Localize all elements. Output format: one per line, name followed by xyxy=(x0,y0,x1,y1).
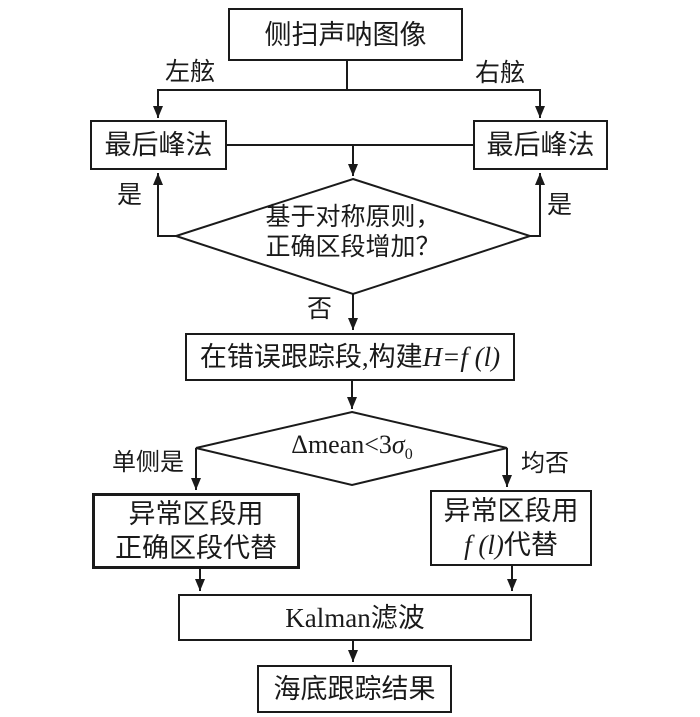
node-replace-with-formula-line2: f (l)代替 xyxy=(464,528,558,562)
decision-mean-pre: Δmean<3 xyxy=(291,430,392,459)
decision-mean-sigma: σ xyxy=(391,430,405,459)
node-source-label: 侧扫声呐图像 xyxy=(264,19,427,50)
node-construct: 在错误跟踪段,构建H=f (l) xyxy=(185,333,515,381)
decision-mean-subscript: 0 xyxy=(404,446,413,464)
node-replace-with-formula: 异常区段用 f (l)代替 xyxy=(430,490,592,566)
node-right-peak-label: 最后峰法 xyxy=(486,130,595,160)
edge-label-left-branch: 左舷 xyxy=(165,59,216,86)
node-result-label: 海底跟踪结果 xyxy=(273,674,436,704)
decision-symmetry-line1: 基于对称原则， xyxy=(265,204,441,231)
node-construct-label: 在错误跟踪段,构建H=f (l) xyxy=(200,340,500,374)
node-kalman: Kalman滤波 xyxy=(178,594,532,641)
decision-mean-shape xyxy=(195,410,508,487)
node-construct-prefix: 在错误跟踪段,构建 xyxy=(199,342,423,372)
decision-mean-label: Δmean<3σ0 xyxy=(252,430,452,464)
node-replace-with-formula-suffix: 代替 xyxy=(503,530,558,560)
edge-label-right-branch: 右舷 xyxy=(475,60,526,87)
node-source: 侧扫声呐图像 xyxy=(228,8,463,61)
edge-label-right-yes: 是 xyxy=(547,192,573,219)
edge-label-left-yes: 是 xyxy=(117,182,143,209)
node-replace-with-formula-formula: f (l) xyxy=(464,530,504,560)
edge-right-yes xyxy=(530,173,545,237)
node-result: 海底跟踪结果 xyxy=(257,665,452,713)
node-left-peak: 最后峰法 xyxy=(90,120,227,170)
node-replace-with-correct: 异常区段用 正确区段代替 xyxy=(92,493,300,569)
edge-left-yes xyxy=(153,173,176,237)
edge-label-no: 否 xyxy=(307,296,333,323)
node-replace-with-formula-line1: 异常区段用 xyxy=(443,496,579,526)
node-left-peak-label: 最后峰法 xyxy=(104,130,213,160)
node-replace-with-correct-line1: 异常区段用 xyxy=(128,499,264,529)
decision-symmetry-label: 基于对称原则， 正确区段增加？ xyxy=(223,203,483,263)
node-kalman-label: Kalman滤波 xyxy=(285,602,425,633)
node-construct-formula: H=f (l) xyxy=(422,342,501,372)
node-replace-with-correct-line2: 正确区段代替 xyxy=(115,533,277,563)
node-right-peak: 最后峰法 xyxy=(473,120,608,170)
edge-label-one-side-yes: 单侧是 xyxy=(112,450,184,476)
decision-symmetry-line2: 正确区段增加？ xyxy=(265,234,441,261)
edge-label-both-no: 均否 xyxy=(521,451,569,477)
